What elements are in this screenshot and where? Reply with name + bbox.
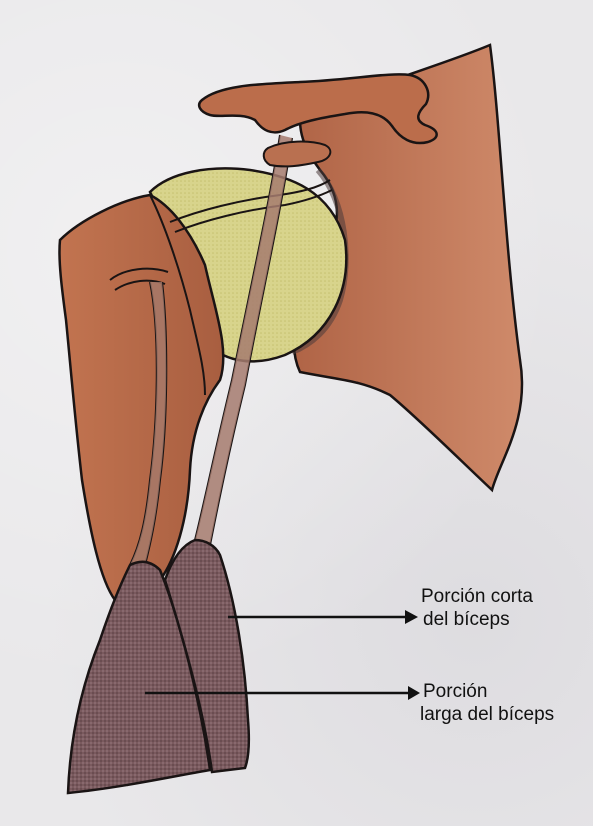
label-long-head-line1: Porción bbox=[420, 680, 554, 703]
label-short-head-line1: Porción corta bbox=[421, 585, 533, 608]
label-short-head: Porción corta del bíceps bbox=[421, 585, 533, 631]
label-long-head: Porción larga del bíceps bbox=[420, 680, 554, 726]
label-long-head-line2: larga del bíceps bbox=[420, 703, 554, 726]
arrow-short-head bbox=[228, 610, 418, 624]
label-short-head-line2: del bíceps bbox=[421, 608, 533, 631]
